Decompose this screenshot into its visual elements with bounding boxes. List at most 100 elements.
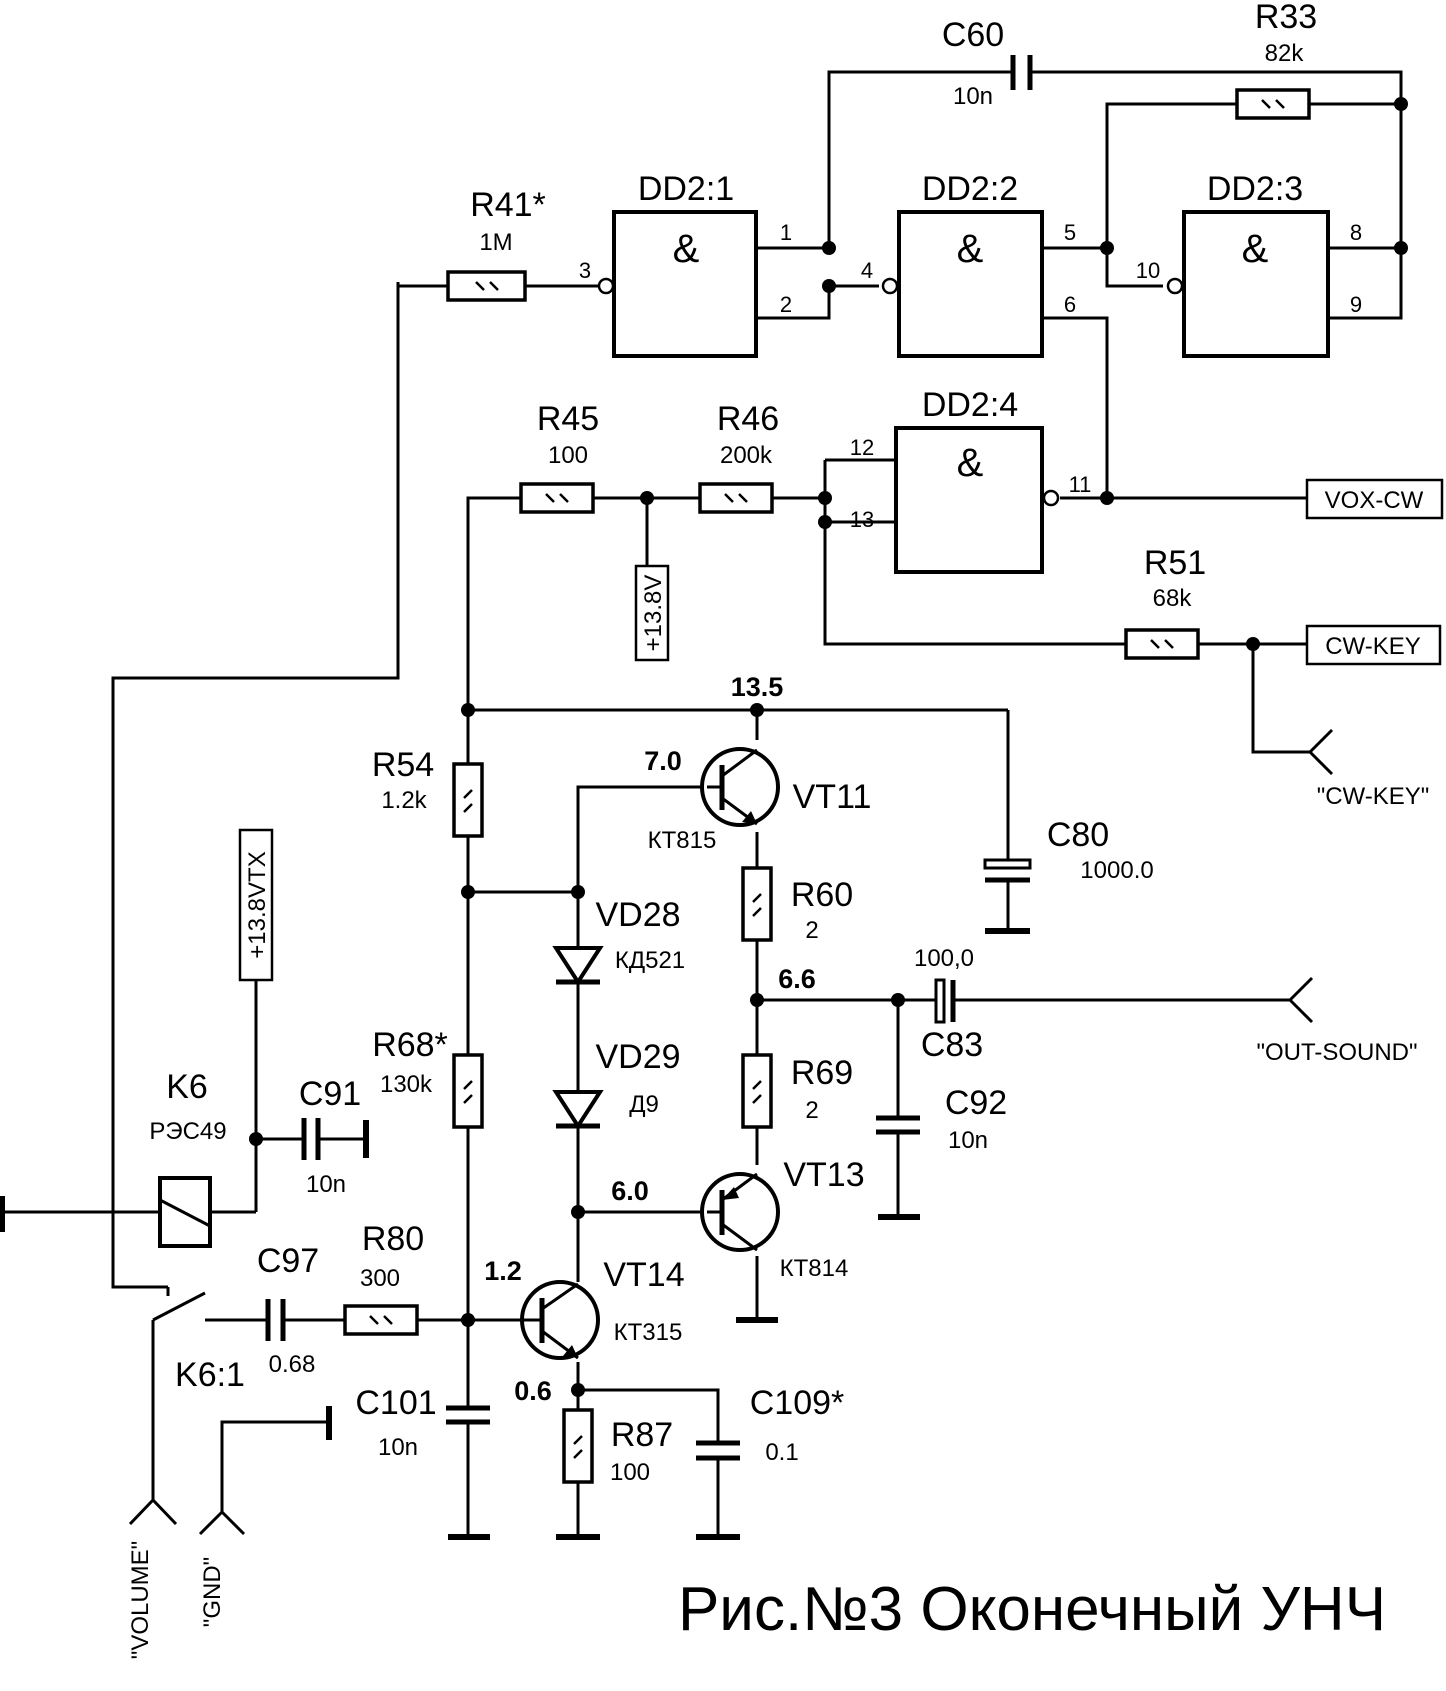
gate-dd2-1-pin-in: 3 — [579, 258, 591, 283]
r51-label: R51 — [1144, 544, 1206, 582]
gate-dd2-2-pin-5: 5 — [1064, 220, 1076, 245]
k6-1-label: K6:1 — [175, 1356, 245, 1394]
vt14-type: КТ315 — [614, 1319, 683, 1346]
supply-tag-13-8vtx: +13.8VTX — [238, 828, 274, 982]
capacitor-c97: C97 0.68 — [257, 1242, 319, 1378]
gate-dd2-4-label: DD2:4 — [922, 386, 1018, 424]
voltage-vt11-base: 7.0 — [644, 746, 682, 776]
r60-value: 2 — [805, 917, 818, 944]
vd28-label: VD28 — [595, 896, 680, 934]
connector-gnd-label: "GND" — [199, 1557, 226, 1627]
voltage-vt14-emitter: 0.6 — [514, 1376, 552, 1406]
resistor-r80: R80 300 — [343, 1220, 424, 1336]
supply-13-8v-text: +13.8V — [640, 575, 667, 652]
capacitor-c83: 100,0 C83 — [914, 945, 983, 1064]
voltage-rail: 13.5 — [731, 672, 784, 702]
gate-dd2-3-symbol: & — [1242, 227, 1269, 271]
transistor-vt11: VT11 КТ815 — [648, 747, 872, 854]
relay-k6: K6 РЭС49 — [149, 1068, 227, 1248]
gate-dd2-4: & DD2:4 12 13 11 — [850, 386, 1092, 574]
r54-value: 1.2k — [381, 787, 427, 814]
vt14-label: VT14 — [603, 1256, 684, 1294]
vt13-type: КТ814 — [780, 1255, 849, 1282]
r69-label: R69 — [791, 1054, 853, 1092]
gate-dd2-3: & DD2:3 10 8 9 — [1136, 170, 1362, 358]
r54-label: R54 — [372, 746, 434, 784]
gate-dd2-3-pin-9: 9 — [1350, 292, 1362, 317]
capacitor-c60: C60 10n — [942, 16, 1033, 110]
gate-dd2-2-label: DD2:2 — [922, 170, 1018, 208]
c60-label: C60 — [942, 16, 1004, 54]
r69-value: 2 — [805, 1097, 818, 1124]
junction-dots — [249, 97, 1408, 1397]
r80-label: R80 — [362, 1220, 424, 1258]
voltage-vt13-base: 6.0 — [611, 1176, 649, 1206]
vd29-label: VD29 — [595, 1038, 680, 1076]
capacitor-c92: C92 10n — [876, 1084, 1007, 1154]
signal-vox-cw-text: VOX-CW — [1325, 487, 1424, 514]
resistor-r68: R68* 130k — [372, 1026, 484, 1129]
vd29-type: Д9 — [629, 1091, 659, 1118]
wiring — [0, 70, 1403, 1535]
resistor-r60: R60 2 — [741, 866, 853, 944]
gate-dd2-2-symbol: & — [957, 227, 984, 271]
k6-type: РЭС49 — [149, 1118, 226, 1145]
voltage-mid: 6.6 — [778, 964, 816, 994]
capacitor-c109: C109* 0.1 — [696, 1384, 844, 1466]
c91-value: 10n — [306, 1171, 346, 1198]
c109-label: C109* — [750, 1384, 845, 1422]
gate-dd2-1: & DD2:1 3 1 2 — [525, 170, 792, 358]
gate-dd2-2: & DD2:2 4 5 6 — [861, 170, 1076, 358]
resistor-r46: R46 200k — [698, 400, 779, 514]
connector-cw-key-label: "CW-KEY" — [1317, 783, 1430, 810]
k6-label: K6 — [166, 1068, 208, 1106]
c109-value: 0.1 — [765, 1439, 798, 1466]
vd28-type: КД521 — [615, 947, 685, 974]
transistor-vt14: VT14 КТ315 — [520, 1256, 685, 1360]
c92-value: 10n — [948, 1127, 988, 1154]
gate-dd2-4-pin-13: 13 — [850, 507, 874, 532]
r80-value: 300 — [360, 1265, 400, 1292]
voltage-vt14-base: 1.2 — [484, 1256, 522, 1286]
gate-dd2-1-pin-2: 2 — [780, 292, 792, 317]
capacitor-c91: C91 10n — [299, 1075, 369, 1198]
gate-dd2-4-pin-12: 12 — [850, 435, 874, 460]
gate-dd2-4-pin-11: 11 — [1069, 472, 1092, 497]
r33-value: 82k — [1265, 40, 1305, 67]
signal-tag-vox-cw: VOX-CW — [1305, 478, 1444, 520]
c101-label: C101 — [355, 1384, 436, 1422]
r87-value: 100 — [610, 1459, 650, 1486]
c91-label: C91 — [299, 1075, 361, 1113]
connector-cw-key: "CW-KEY" — [1308, 728, 1430, 810]
vt11-type: КТ815 — [648, 827, 717, 854]
c92-label: C92 — [945, 1084, 1007, 1122]
connector-volume: "VOLUME" — [127, 1498, 178, 1659]
c97-value: 0.68 — [269, 1351, 316, 1378]
c101-value: 10n — [378, 1434, 418, 1461]
resistor-r33: R33 82k — [1235, 0, 1317, 120]
supply-13-8vtx-text: +13.8VTX — [244, 851, 271, 958]
gate-dd2-3-pin-8: 8 — [1350, 220, 1362, 245]
r46-value: 200k — [720, 442, 773, 469]
connector-out-sound: "OUT-SOUND" — [1256, 976, 1418, 1066]
c83-value: 100,0 — [914, 945, 974, 972]
voltage-annotations: 13.5 7.0 6.6 6.0 1.2 0.6 — [484, 672, 816, 1406]
gate-dd2-1-label: DD2:1 — [638, 170, 734, 208]
r68-value: 130k — [380, 1071, 433, 1098]
capacitor-c80: C80 1000.0 — [983, 816, 1154, 884]
transistor-vt13: VT13 КТ814 — [700, 1156, 865, 1282]
gate-dd2-4-symbol: & — [957, 441, 984, 485]
figure-title: Рис.№3 Оконечный УНЧ — [678, 1575, 1386, 1644]
r41-value: 1M — [479, 229, 512, 256]
gate-dd2-3-pin-10: 10 — [1136, 258, 1160, 283]
resistor-r69: R69 2 — [741, 1053, 853, 1129]
supply-tag-13-8v: +13.8V — [634, 564, 670, 662]
relay-contact-k6-1: K6:1 — [152, 1287, 245, 1394]
gate-dd2-2-pin-6: 6 — [1064, 292, 1076, 317]
diode-vd29: VD29 Д9 — [552, 1038, 681, 1130]
vt11-label: VT11 — [793, 778, 872, 816]
connector-gnd: "GND" — [198, 1510, 246, 1627]
r51-value: 68k — [1153, 585, 1193, 612]
